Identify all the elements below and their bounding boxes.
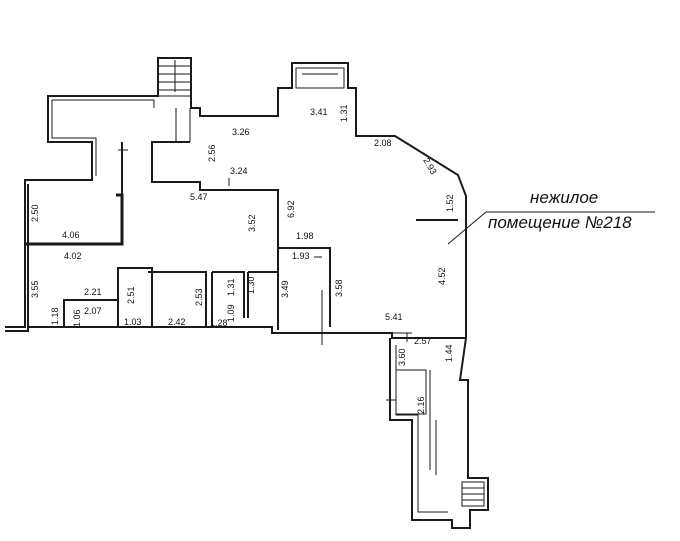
label-leader-line (447, 211, 487, 245)
outer-walls (5, 57, 489, 529)
dim-5-47: 5.47 (190, 192, 208, 202)
dim-2-16: 2.16 (416, 396, 426, 414)
dim-5-41: 5.41 (385, 312, 403, 322)
dim-4-06: 4.06 (62, 230, 80, 240)
dim-1-09: 1.09 (226, 304, 236, 322)
dim-3-41: 3.41 (310, 107, 328, 117)
dim-2-50: 2.50 (30, 204, 40, 222)
dim-1-93: 1.93 (292, 251, 310, 261)
dim-2-56: 2.56 (207, 144, 217, 162)
dim-1-30: 1.30 (246, 276, 256, 294)
dim-2-57: 2.57 (414, 336, 432, 346)
dim-3-24: 3.24 (230, 166, 248, 176)
dim-1-52: 1.52 (445, 194, 455, 212)
dim-2-53: 2.53 (194, 288, 204, 306)
dim-2-51: 2.51 (126, 286, 136, 304)
room-label-line2: помещение №218 (488, 213, 632, 232)
dim-3-52: 3.52 (247, 214, 257, 232)
dim-2-42: 2.42 (168, 317, 186, 327)
door-marks (118, 149, 408, 401)
interior-walls (24, 108, 458, 345)
dim-3-26: 3.26 (232, 127, 250, 137)
dim-1-31: 1.31 (226, 278, 236, 296)
dim-3-55: 3.55 (30, 280, 40, 298)
dim-6-92: 6.92 (286, 200, 296, 218)
dim-4-52: 4.52 (437, 267, 447, 285)
dim-2-21: 2.21 (84, 287, 102, 297)
dimension-labels: 3.41 1.31 3.26 2.08 2.93 2.56 3.24 5.47 … (30, 104, 455, 414)
dim-1-44: 1.44 (444, 344, 454, 362)
dim-1-31-top: 1.31 (339, 104, 349, 122)
dim-1-03: 1.03 (124, 317, 142, 327)
dim-1-98: 1.98 (296, 231, 314, 241)
dim-2-08: 2.08 (374, 138, 392, 148)
dim-2-07: 2.07 (84, 306, 102, 316)
dim-2-93: 2.93 (421, 156, 438, 176)
dim-3-60: 3.60 (397, 348, 407, 366)
dim-3-58: 3.58 (334, 279, 344, 297)
dim-1-06: 1.06 (72, 309, 82, 327)
dim-1-18: 1.18 (50, 307, 60, 325)
dim-1-28: 1.28 (210, 318, 228, 328)
dim-3-49: 3.49 (280, 280, 290, 298)
dim-4-02: 4.02 (64, 251, 82, 261)
room-label-line1: нежилое (530, 188, 598, 207)
